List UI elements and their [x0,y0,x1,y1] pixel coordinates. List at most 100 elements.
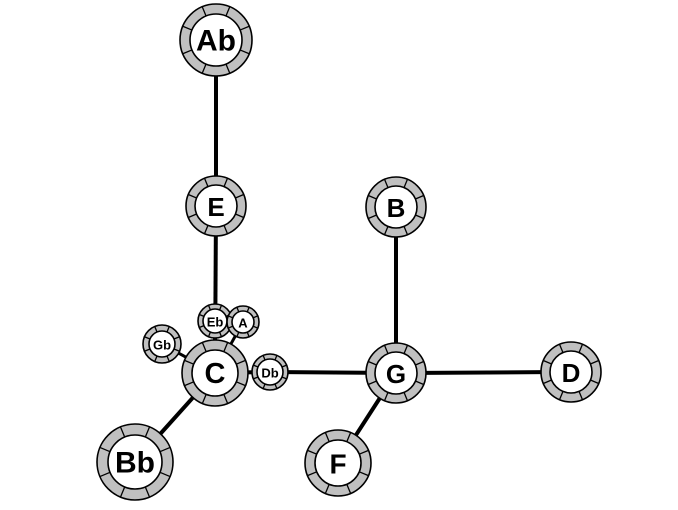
node-ab[interactable]: Ab [179,3,253,77]
node-ring-segment-divider [182,49,193,55]
node-ring-segment-divider [324,484,330,494]
node-ring-segment-divider [119,486,126,498]
node-ring-segment-divider [403,226,409,235]
node-ring-segment-divider [368,360,377,366]
edge-g-f [353,396,382,438]
node-ring-segment-divider [144,486,151,498]
node-ring-segment-divider [218,331,223,337]
node-ring-segment-divider [368,194,377,200]
node-gb[interactable]: Gb [142,324,182,364]
node-ring-segment-divider [203,178,209,187]
node-g[interactable]: G [365,342,427,404]
node-ring-segment-divider [201,394,207,404]
node-ring-inner [189,13,243,67]
node-ring-segment-divider [236,381,246,387]
node-ring-segment-divider [199,324,205,329]
node-e[interactable]: E [185,175,247,237]
node-ring-segment-divider [201,6,207,17]
node-ring-segment-divider [415,194,424,200]
edge-g-d [424,370,543,375]
node-ring-segment-divider [415,360,424,366]
node-ring-segment-divider [154,326,158,333]
node-ring-segment-divider [154,355,158,362]
node-ring-segment-divider [346,432,352,442]
node-ring-segment-divider [252,315,259,319]
node-ring-segment-divider [383,345,389,354]
node-d[interactable]: D [540,341,602,403]
node-ring-segment-divider [415,380,424,386]
node-ring-segment-divider [188,213,197,219]
node-label-g: G [386,359,406,389]
node-ring-inner [148,330,176,358]
node-ring-segment-divider [207,331,212,337]
node-ring-inner [374,351,418,395]
node-ring-inner [314,439,362,487]
node-ring-segment-divider [415,214,424,220]
node-b[interactable]: B [365,176,427,238]
node-label-d: D [562,358,581,388]
node-label-gb: Gb [153,338,171,353]
node-label-e: E [207,192,224,222]
node-ring-segment-divider [239,49,250,55]
node-ring-segment-divider [262,383,266,389]
node-ring-inner [256,358,284,386]
node-ring-segment-divider [173,336,180,340]
node-ring-segment-divider [99,471,111,478]
node-ring-segment-divider [578,344,584,353]
node-ring-segment-divider [201,342,207,352]
node-a[interactable]: A [226,305,260,339]
node-ring-segment-divider [223,178,229,187]
node-ring-segment-divider [239,25,250,31]
node-ring-segment-divider [201,63,207,74]
node-ring-segment-divider [223,225,229,234]
node-db[interactable]: Db [251,353,289,391]
node-ring-segment-divider [236,331,240,338]
node-ring-segment-divider [359,471,369,477]
node-ring-segment-divider [368,380,377,386]
node-ring-segment-divider [166,326,170,333]
node-label-bb: Bb [115,447,155,480]
node-ring-segment-divider [307,471,317,477]
node-label-ab: Ab [196,25,236,58]
edge-c-bb [158,395,196,436]
node-ring-segment-divider [368,214,377,220]
node-ring-inner [194,184,238,228]
node-c[interactable]: C [181,339,249,407]
node-ring-segment-divider [253,376,259,380]
node-ring-inner [191,349,239,397]
node-ring-segment-divider [166,355,170,362]
node-ring-segment-divider [203,225,209,234]
node-ring-segment-divider [281,364,287,368]
node-ring-segment-divider [223,342,229,352]
node-ring-segment-divider [99,446,111,453]
node-f[interactable]: F [304,429,372,497]
node-label-f: F [329,449,346,480]
node-ring-segment-divider [543,379,552,385]
node-ring-segment-divider [199,313,205,318]
node-ring-segment-divider [227,325,234,329]
node-label-eb: Eb [207,315,224,330]
node-ring-segment-divider [307,449,317,455]
node-ring-inner [107,434,163,490]
node-ring-segment-divider [383,392,389,401]
node-ring-segment-divider [543,359,552,365]
node-ring-segment-divider [188,193,197,199]
node-ring-segment-divider [590,379,599,385]
node-ring-segment-divider [346,484,352,494]
node-ring-segment-divider [119,426,126,438]
node-ring-segment-divider [159,446,171,453]
node-ring-segment-divider [182,25,193,31]
node-ring-segment-divider [383,226,389,235]
node-ring-inner [231,310,255,334]
node-ring-segment-divider [225,63,231,74]
node-label-db: Db [261,366,278,381]
node-ring-segment-divider [578,391,584,400]
node-ring-segment-divider [223,394,229,404]
node-ring-segment-divider [281,376,287,380]
node-eb[interactable]: Eb [197,303,233,339]
node-bb[interactable]: Bb [96,423,174,501]
node-ring-segment-divider [558,344,564,353]
node-ring-segment-divider [246,331,250,338]
